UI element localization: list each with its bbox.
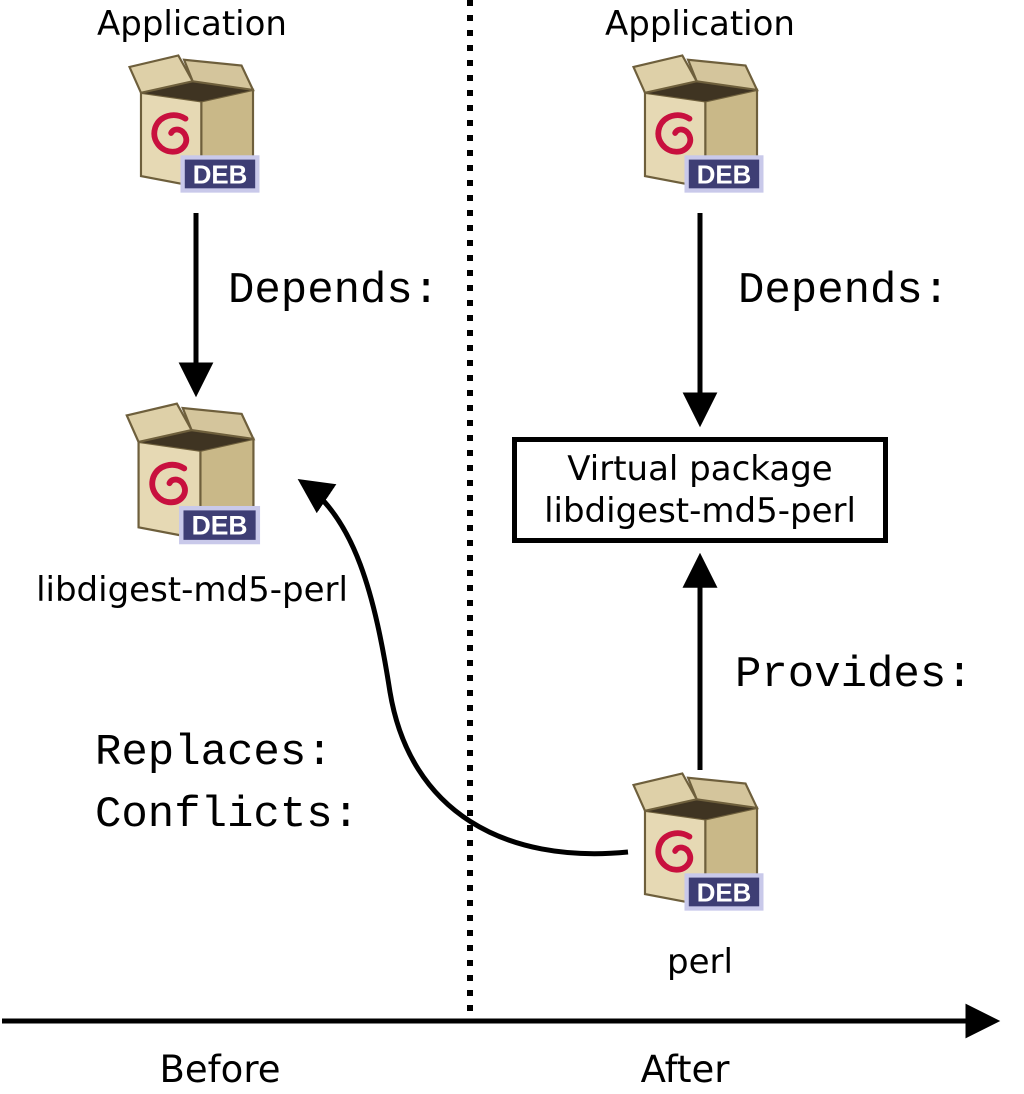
replaces-conflicts-arrow [297,479,629,857]
provides-label: Provides: [735,650,973,700]
perl-package-label: perl [667,942,733,982]
conflicts-label: Conflicts: [95,790,360,840]
virtual-package-box: Virtual package libdigest-md5-perl [512,437,888,543]
before-axis-label: Before [159,1048,281,1091]
depends-label-before: Depends: [228,266,440,316]
virtual-package-line2: libdigest-md5-perl [544,491,856,531]
application-label-after: Application [605,4,795,44]
libdigest-package-label: libdigest-md5-perl [36,570,348,610]
application-package-icon-after [622,52,780,204]
perl-package-icon [622,770,780,922]
depends-label-after: Depends: [738,266,950,316]
application-package-icon-before [118,52,276,204]
application-label-before: Application [97,4,287,44]
after-axis-label: After [640,1048,730,1091]
virtual-package-line1: Virtual package [567,448,833,489]
libdigest-package-icon [115,400,277,556]
replaces-label: Replaces: [95,728,333,778]
